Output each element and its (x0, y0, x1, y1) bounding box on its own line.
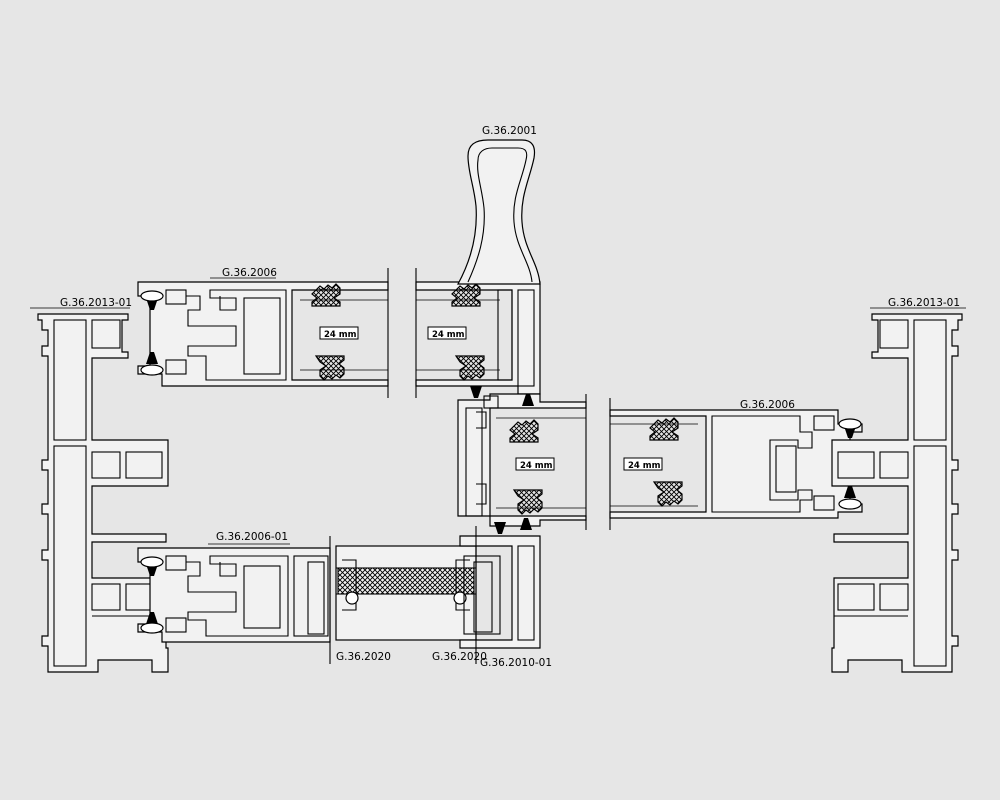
glass-tag-4: 24 mm (623, 457, 663, 471)
frame-left-profile (37, 313, 169, 673)
glass-thickness-text: 24 mm (432, 330, 465, 340)
sash-right-profile (609, 398, 863, 530)
mullion-centre-profile (457, 393, 587, 530)
label-mullion: G.36.2010-01 (480, 657, 552, 669)
label-sash-bottom-left: G.36.2006-01 (216, 531, 288, 543)
glass-tag-3: 24 mm (515, 457, 555, 471)
glass-tag-1: 24 mm (319, 326, 359, 340)
glass-tag-2: 24 mm (427, 326, 467, 340)
frame-right-profile (831, 313, 963, 673)
label-interlock-left: G.36.2020 (336, 651, 391, 663)
label-frame-right: G.36.2013-01 (888, 297, 960, 309)
sash-top-middle-profile (415, 268, 541, 398)
label-sash-top-left: G.36.2006 (222, 267, 277, 279)
handle-profile (456, 139, 541, 285)
glass-thickness-text: 24 mm (324, 330, 357, 340)
label-interlock-right: G.36.2020 (432, 651, 487, 663)
glass-thickness-text: 24 mm (520, 461, 553, 471)
interlock-bridge (335, 545, 477, 641)
sash-bottom-middle-profile (459, 526, 541, 664)
label-sash-right: G.36.2006 (740, 399, 795, 411)
glass-thickness-text: 24 mm (628, 461, 661, 471)
sash-top-left-profile (137, 268, 389, 398)
leader-lines (30, 277, 966, 545)
label-handle: G.36.2001 (482, 125, 537, 137)
label-frame-left: G.36.2013-01 (60, 297, 132, 309)
sash-bottom-left-profile (137, 536, 331, 664)
